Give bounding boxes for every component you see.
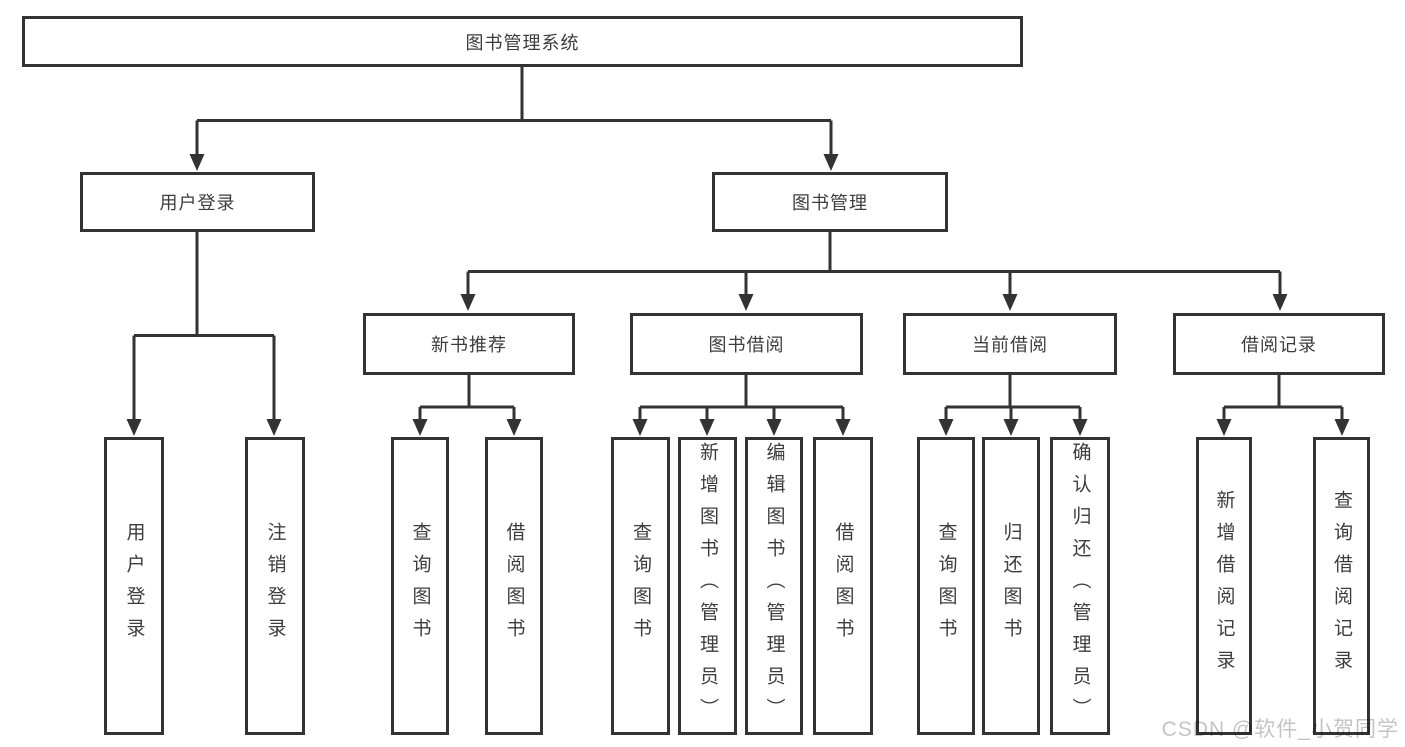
node-book-management-label: 图书管理 [792,193,868,213]
node-current-borrowing-label: 当前借阅 [972,335,1048,355]
leaf-return-books-label: 归还图书 [1000,522,1022,650]
leaf-query-borrow-record-label: 查询借阅记录 [1331,490,1352,682]
leaf-borrow-books-2: 借阅图书 [813,437,873,735]
leaf-add-book-admin: 新增图书（管理员） [678,437,737,735]
leaf-borrow-books-1: 借阅图书 [485,437,543,735]
leaf-borrow-books-2-label: 借阅图书 [832,522,854,650]
node-borrowing-records: 借阅记录 [1173,313,1385,375]
leaf-edit-book-admin-label: 编辑图书（管理员） [763,442,785,730]
node-book-borrowing: 图书借阅 [630,313,863,375]
leaf-query-books-1: 查询图书 [391,437,449,735]
node-root: 图书管理系统 [22,16,1023,67]
leaf-return-books: 归还图书 [982,437,1040,735]
leaf-query-borrow-record: 查询借阅记录 [1313,437,1370,735]
leaf-logout-label: 注销登录 [264,522,286,650]
leaf-add-book-admin-label: 新增图书（管理员） [697,442,718,730]
leaf-logout: 注销登录 [245,437,305,735]
leaf-query-books-3: 查询图书 [917,437,975,735]
leaf-edit-book-admin: 编辑图书（管理员） [745,437,803,735]
leaf-user-login: 用户登录 [104,437,164,735]
leaf-query-books-2: 查询图书 [611,437,670,735]
node-new-book-recommend: 新书推荐 [363,313,575,375]
leaf-query-books-2-label: 查询图书 [630,522,651,650]
node-borrowing-records-label: 借阅记录 [1241,335,1317,355]
leaf-query-books-1-label: 查询图书 [409,522,431,650]
node-book-borrowing-label: 图书借阅 [708,335,785,355]
node-user-login-label: 用户登录 [159,193,236,213]
leaf-query-books-3-label: 查询图书 [935,522,957,650]
leaf-user-login-label: 用户登录 [123,522,145,650]
watermark: CSDN @软件_小贺同学 [1161,718,1399,741]
leaf-confirm-return-admin: 确认归还（管理员） [1050,437,1110,735]
node-root-label: 图书管理系统 [465,32,580,53]
node-new-book-recommend-label: 新书推荐 [431,335,507,355]
leaf-add-borrow-record: 新增借阅记录 [1196,437,1252,735]
leaf-borrow-books-1-label: 借阅图书 [503,522,525,650]
node-user-login: 用户登录 [80,172,315,232]
node-book-management: 图书管理 [712,172,948,232]
node-current-borrowing: 当前借阅 [903,313,1117,375]
leaf-confirm-return-admin-label: 确认归还（管理员） [1069,442,1091,730]
leaf-add-borrow-record-label: 新增借阅记录 [1213,490,1235,682]
